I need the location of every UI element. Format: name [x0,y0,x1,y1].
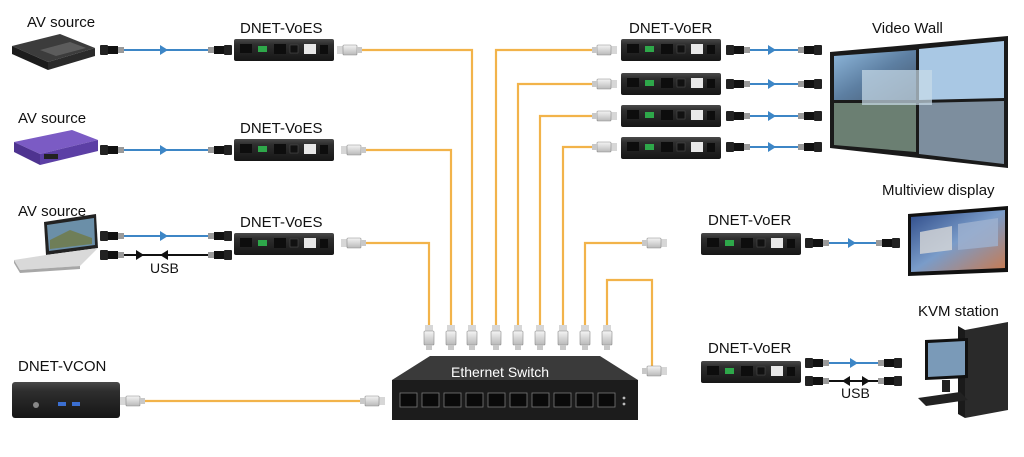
ethernet-cable-voes-3 [366,241,431,330]
av-source-1-label: AV source [27,14,96,31]
av-source-2-device [14,130,98,165]
dnet-voer-wall-stack [620,38,722,160]
switch-plugs [423,324,613,351]
rj45-plug-icon [340,237,367,249]
ethernet-cable-voer-wall-3 [538,114,617,330]
dnet-voes-3-label: DNET-VoES [240,214,323,231]
dnet-voes-1-label: DNET-VoES [240,20,323,37]
dnet-vcon-label: DNET-VCON [18,358,107,375]
multiview-display [908,206,1008,276]
ethernet-cable-voer-wall-1 [494,48,617,330]
rj45-plug-icon [641,237,668,249]
dnet-voer-wall-label: DNET-VoER [629,20,713,37]
kvm-station-label: KVM station [918,303,999,320]
hdmi-links-wall [726,45,822,152]
av-source-3-label: AV source [18,203,87,220]
dnet-voer-multiview-label: DNET-VoER [708,212,792,229]
av-source-1-device [12,34,95,70]
usb-link-left [100,250,232,260]
arrow-right-icon [136,250,144,260]
ethernet-cable-voer-kvm [605,278,667,373]
ethernet-cable-voes-1 [358,48,474,330]
rj45-plug-icon [359,395,386,407]
video-wall-display [830,36,1008,168]
ethernet-switch-label: Ethernet Switch [451,364,550,380]
av-source-3-laptop [14,214,98,273]
rj45-plug-icon [641,365,668,377]
rj45-plug-icon [336,44,363,56]
hdmi-link-kvm [805,358,902,368]
ethernet-switch-device [392,356,638,420]
hdmi-link-1 [100,45,232,55]
dnet-voes-2-label: DNET-VoES [240,120,323,137]
arrow-right-icon [160,145,168,155]
ethernet-cable-voer-wall-4 [561,145,617,330]
video-wall-label: Video Wall [872,20,943,37]
av-source-2-label: AV source [18,110,87,127]
rj45-plug-icon [340,144,367,156]
hdmi-link-2 [100,145,232,155]
dnet-voes-2-device [233,138,335,162]
dnet-voer-kvm-device [700,360,802,384]
usb-label-left: USB [150,260,179,276]
arrow-right-icon [160,231,168,241]
kvm-station-computer [918,322,1008,418]
dnet-voes-1-device [233,38,335,62]
rj45-plug-icon [119,395,146,407]
multiview-display-label: Multiview display [882,182,995,199]
dnet-voes-3-device [233,232,335,256]
arrow-left-icon [160,250,168,260]
hdmi-link-3 [100,231,232,241]
hdmi-link-multiview [805,238,900,248]
arrow-right-icon [160,45,168,55]
usb-link-right [805,376,902,386]
dnet-voer-multiview-device [700,232,802,256]
usb-label-right: USB [841,385,870,401]
ethernet-cable-voer-wall-2 [516,82,617,330]
dnet-voer-kvm-label: DNET-VoER [708,340,792,357]
dnet-vcon-device [12,382,120,418]
ethernet-cable-voes-2 [366,148,453,330]
ethernet-cable-voer-multiview [583,241,667,330]
